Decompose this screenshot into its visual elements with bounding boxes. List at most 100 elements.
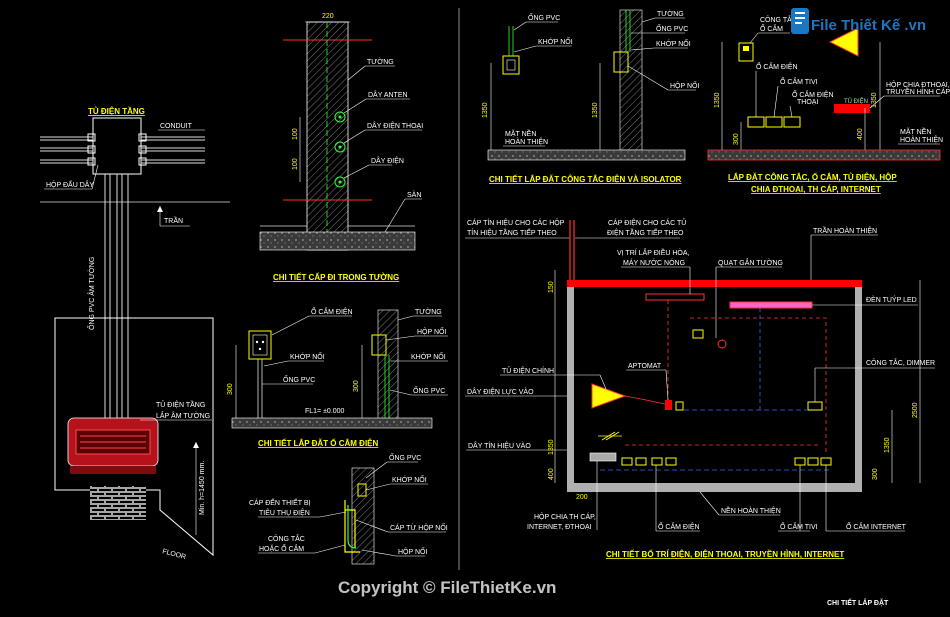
khop-noi-left-label: KHỚP NỐI [538,36,573,46]
hop-chia-box [589,452,617,462]
cap-tin-hieu-label-1: CÁP TÍN HIỆU CHO CÁC HỘP [467,218,565,227]
footer-label: CHI TIẾT LẮP ĐẶT [827,597,889,607]
dieu-hoa [645,293,705,301]
mat-nen-label-1: MẶT NỀN [505,128,536,138]
hop-chia-label-1: HỘP CHIA ĐTHOẠI, [886,80,950,89]
khop-noi-left-label: KHỚP NỐI [290,351,325,361]
hop-noi-label: HỘP NỐI [398,546,427,556]
hop-dau-day-label: HỘP ĐẤU DÂY [46,179,94,189]
o-cam-dien-label: Ổ CẮM ĐIỆN [311,307,353,316]
logo-text: File Thiết Kế .vn [811,17,926,34]
panel-cap-trong-tuong: 220 TƯỜNG DÂY ANTEN DÂY ĐIỆN THOẠI DÂY Đ… [259,13,423,282]
san-label: SÀN [407,190,421,199]
dim-100-a: 100 [292,128,299,140]
panel-title: CHI TIẾT CẤP ĐI TRONG TƯỜNG [273,272,399,282]
tuong-o-cam-label: TƯỜNG [415,307,442,316]
vi-tri-label-2: MÁY NƯỚC NÓNG [623,258,685,267]
hop-chia-label-2: TRUYỀN HÌNH CÁP [886,86,950,96]
ceiling-slab [567,280,862,287]
wall-o-cam [377,309,399,423]
o-cam-dt-label-2: THOẠI [797,99,818,106]
ong-pvc-am-tuong-label: ỐNG PVC ÂM TƯỜNG [86,257,96,330]
ong-pvc-right-label: ỐNG PVC [656,23,688,33]
tu-dien-symbol [830,28,858,56]
left-wall [567,287,574,483]
panel-tu-dien-tang: TỦ ĐIỆN TẦNG CONDUIT HỘP ĐẤU DÂY TRẦN [40,106,230,561]
day-dien-luc-label: DÂY ĐIỆN LỰC VÀO [467,387,534,396]
wall-outline [54,317,214,557]
o-cam-dien-label: Ổ CẮM ĐIỆN [658,522,700,531]
wall-isolator [619,9,643,151]
dim-300-left: 300 [227,383,234,395]
hop-chia-label-2: INTERNET, ĐTHOẠI [527,524,592,531]
panel-o-cam-dien: Ổ CẮM ĐIỆN KHỚP NỐI ỐNG PVC 300 TƯỜNG HỘ… [227,307,448,448]
dim-1350-left: 1350 [714,92,721,108]
dim-400: 400 [548,468,555,480]
panel-tong-hop: CÔNG TẮC Ổ CẮM TỦ ĐIỆN HỘP CHIA ĐTHOẠI, … [707,15,950,194]
panel-title-1: LẮP ĐẶT CÔNG TẮC, Ổ CẮM, TỦ ĐIỆN, HỘP [728,173,897,182]
cong-tac-label-2: Ổ CẮM [760,24,783,33]
panel-cap-thiet-bi: ỐNG PVC KHỚP NỐI CÁP ĐẾN THIẾT BỊ TIÊU T… [249,452,448,565]
cap-dien-label-2: ĐIỆN TẦNG TIẾP THEO [607,227,684,237]
dim-1350-right: 1350 [871,92,878,108]
dim-2500: 2500 [912,402,919,418]
panel-title: TỦ ĐIỆN TẦNG [88,106,145,116]
day-anten-label: DÂY ANTEN [368,90,408,99]
cong-tac-dimmer-label: CÔNG TẮC, DIMMER [866,358,935,367]
dim-1350: 1350 [548,439,555,455]
dim-300: 300 [872,468,879,480]
dim-400: 400 [857,128,864,140]
panel-title-2: CHIA ĐTHOẠI, TH CÁP, INTERNET [751,185,881,194]
day-tin-hieu-label: DÂY TÍN HIỆU VÀO [468,441,531,450]
hop-chia-label-1: HỘP CHIA TH CÁP, [534,512,596,521]
conduit-label: CONDUIT [160,123,193,130]
khop-noi-right-label: KHỚP NỐI [656,38,691,48]
ong-pvc-left-label: ỐNG PVC [528,12,560,22]
panel-title: CHI TIẾT BỐ TRÍ ĐIỆN, ĐIỆN THOẠI, TRUYỀN… [606,549,844,559]
wall-section [306,21,349,251]
height-dim-label: Min. h=1450 mm. [199,461,206,515]
hop-chia-symbol [834,104,870,113]
khop-noi-label: KHỚP NỐI [392,474,427,484]
dim-1350-right: 1350 [884,437,891,453]
ong-pvc-left-label: ỐNG PVC [283,374,315,384]
mat-nen-label-2: HOÀN THIỆN [900,135,943,144]
tu-dien-chinh [591,383,627,409]
tu-dien-label: TỦ ĐIỆN [844,97,868,105]
tu-dien-cabinet [67,417,159,474]
cong-tac-label-2: HOẶC Ổ CẮM [259,544,304,553]
dim-150: 150 [548,281,555,293]
dim-1350-left: 1350 [482,102,489,118]
cong-tac-label-1: CÔNG TẮC [760,15,797,24]
mat-nen-label-2: HOÀN THIỆN [505,137,548,146]
cong-tac-label-1: CÔNG TẮC [268,534,305,543]
panel-isolator: ỐNG PVC KHỚP NỐI 1350 TƯỜNG ỐNG PVC KHỚP… [482,9,699,184]
panel-bo-tri: CÁP TÍN HIỆU CHO CÁC HỘP TÍN HIỆU TẦNG T… [465,218,935,559]
dim-300-right: 300 [353,380,360,392]
o-cam-dien-label: Ổ CẮM ĐIỆN [756,62,798,71]
san-slab [259,231,416,251]
vi-tri-label-1: VỊ TRÍ LẮP ĐIỀU HÒA, [617,247,690,257]
hop-noi-label: HỘP NỐI [670,80,699,90]
tu-dien-label-2: LẮP ÂM TƯỜNG [156,411,210,420]
filethietke-logo: File Thiết Kế .vn [791,8,926,34]
den-tuyp-led [729,301,813,309]
o-cam-dt-label-1: Ổ CẮM ĐIỆN [792,90,834,99]
fl-level-label: FL1= ±0.000 [305,408,345,415]
cap-den-label-1: CÁP ĐẾN THIẾT BỊ [249,497,311,507]
dim-1350-right: 1350 [592,102,599,118]
den-tuyp-label: ĐÈN TUÝP LED [866,295,917,304]
tu-dien-label-1: TỦ ĐIỆN TẦNG [156,399,205,409]
right-wall [855,287,862,483]
o-cam-tivi-label: Ổ CẮM TIVI [780,522,818,531]
dim-100-b: 100 [292,158,299,170]
aptomat-label: APTOMAT [628,363,662,370]
cap-tu-hop-noi-label: CÁP TỪ HỘP NỐI [390,522,448,532]
logo-icon [791,8,809,34]
brick-base [90,486,146,520]
copyright-watermark: Copyright © FileThietKe.vn [338,578,556,597]
tran-hoan-thien-label: TRẦN HOÀN THIỆN [813,225,877,235]
cap-tin-hieu-label-2: TÍN HIỆU TẦNG TIẾP THEO [467,227,557,237]
dim-300: 300 [733,133,740,145]
